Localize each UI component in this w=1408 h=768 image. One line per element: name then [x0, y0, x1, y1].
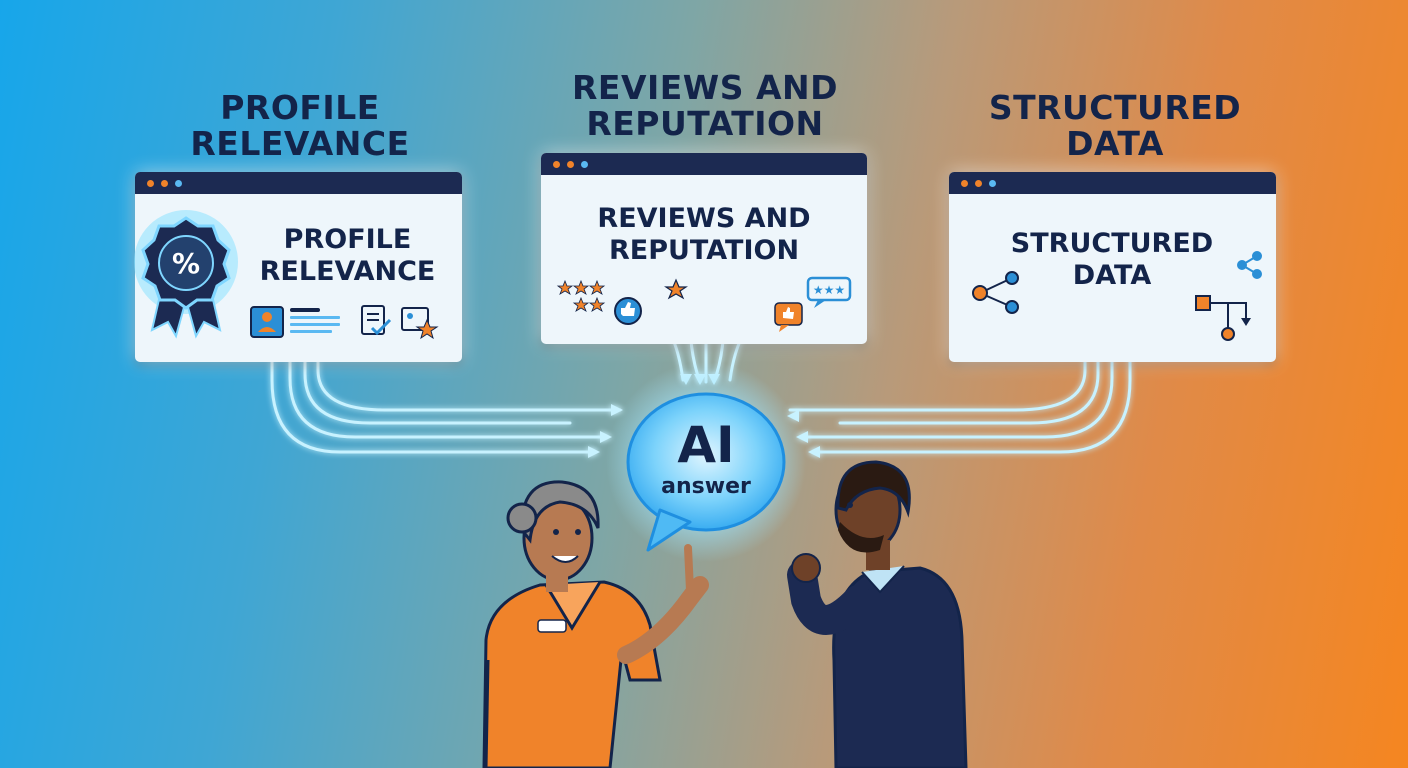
card-title-line: REPUTATION — [608, 235, 800, 266]
heading-line: STRUCTURED — [988, 88, 1242, 127]
card-title-line: PROFILE — [283, 224, 412, 255]
card-title-line: RELEVANCE — [259, 256, 436, 287]
card-reviews-reputation: REVIEWS AND REPUTATION — [541, 153, 867, 344]
ai-speech-bubble — [626, 392, 786, 552]
nurse-character — [482, 480, 709, 768]
card-title-line: DATA — [1072, 260, 1152, 291]
svg-text:★★★: ★★★ — [813, 283, 845, 297]
card-title-line: STRUCTURED — [1010, 228, 1214, 259]
window-title-bar — [135, 172, 462, 194]
profile-card-icon — [250, 306, 340, 338]
thumbs-up-icon — [614, 297, 642, 325]
heading-line: PROFILE — [220, 88, 380, 127]
badge-symbol: % — [172, 247, 200, 280]
card-title: PROFILE RELEVANCE — [235, 224, 460, 288]
man-character — [787, 460, 968, 768]
card-title: STRUCTURED DATA — [979, 228, 1245, 292]
heading-structured-data: STRUCTURED DATA — [960, 90, 1270, 162]
bubble-answer-label: answer — [661, 474, 751, 499]
share-nodes-icon-small — [1237, 251, 1262, 279]
flow-line-right-4 — [788, 338, 1087, 412]
star-rating-icon — [556, 278, 688, 312]
flow-line-right-1 — [810, 323, 1132, 454]
window-title-bar — [949, 172, 1276, 194]
heading-line: REPUTATION — [586, 104, 824, 143]
flow-line-left-3 — [303, 360, 572, 425]
card-title: REVIEWS AND REPUTATION — [541, 203, 867, 267]
heading-line: REVIEWS AND — [571, 68, 839, 107]
flow-line-left-4 — [316, 360, 622, 412]
share-nodes-icon — [972, 271, 1019, 314]
percent-badge-icon — [134, 210, 238, 339]
flow-line-right-3 — [838, 343, 1100, 425]
heading-profile-relevance: PROFILE RELEVANCE — [150, 90, 450, 162]
flow-line-right-2 — [798, 333, 1114, 439]
flow-line-left-1 — [270, 360, 597, 454]
window-title-bar — [541, 153, 867, 175]
id-star-icon — [401, 307, 439, 340]
flow-chart-icon — [1195, 295, 1251, 341]
chat-stars-icon: ★★★ — [774, 276, 852, 332]
card-structured-data: STRUCTURED DATA — [949, 172, 1276, 362]
card-title-line: REVIEWS AND — [597, 203, 811, 234]
heading-line: DATA — [1066, 124, 1164, 163]
flow-line-left-2 — [288, 360, 610, 439]
bubble-ai-label: AI — [677, 416, 735, 474]
checklist-icon — [361, 305, 392, 336]
heading-reviews-reputation: REVIEWS AND REPUTATION — [540, 70, 870, 142]
heading-line: RELEVANCE — [190, 124, 410, 163]
